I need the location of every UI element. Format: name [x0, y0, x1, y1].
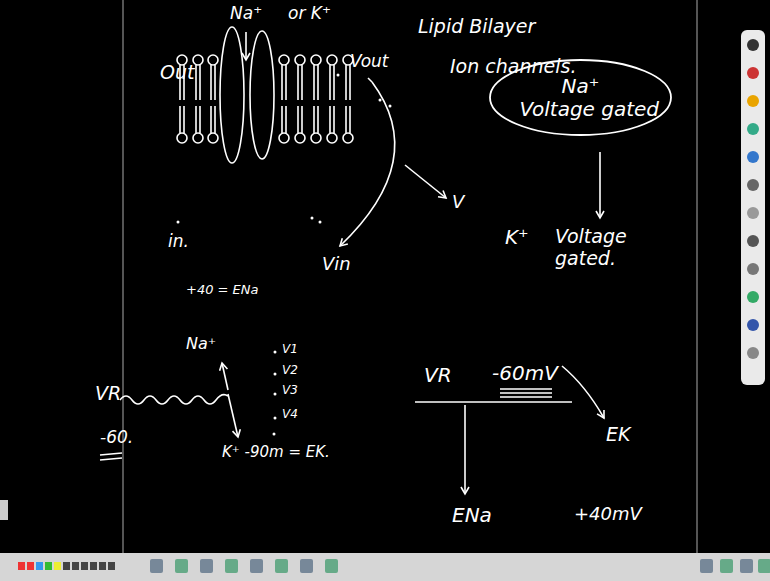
- handwritten-label: K⁺: [505, 226, 529, 249]
- tool-icon: [747, 179, 759, 191]
- toolbar-icon: [700, 559, 713, 573]
- toolbar-icon: [36, 562, 43, 570]
- handwritten-label: VR: [95, 383, 121, 405]
- handwritten-label: V4: [282, 408, 298, 422]
- side-tab: [0, 500, 8, 520]
- tool-palette: [741, 30, 765, 385]
- toolbar-icon: [720, 559, 733, 573]
- circled-note: Na⁺Voltage gated: [488, 58, 673, 137]
- tool-icon: [747, 235, 759, 247]
- lipid-bilayer: [177, 27, 353, 163]
- toolbar-icon: [150, 559, 163, 573]
- toolbar-icon: [200, 559, 213, 573]
- handwritten-label: Vout: [350, 52, 388, 72]
- toolbar-icon: [175, 559, 188, 573]
- tool-icon: [747, 319, 759, 331]
- toolbar-icon: [300, 559, 313, 573]
- board-edge: [696, 0, 698, 553]
- tool-icon: [747, 39, 759, 51]
- handwritten-label: or K⁺: [288, 4, 331, 24]
- toolbar-icon: [54, 562, 61, 570]
- toolbar-icon: [81, 562, 88, 570]
- handwritten-label: Vin: [322, 254, 351, 275]
- board-edge: [122, 0, 124, 553]
- tool-icon: [747, 123, 759, 135]
- handwritten-label: Out: [160, 62, 194, 84]
- toolbar-icon: [18, 562, 25, 570]
- handwritten-label: EK: [606, 424, 630, 446]
- handwritten-label: -60.: [100, 428, 133, 448]
- tool-icon: [747, 263, 759, 275]
- handwritten-label: K⁺ -90m = EK.: [222, 444, 330, 461]
- handwritten-label: ENa: [452, 504, 492, 527]
- handwritten-label: Lipid Bilayer: [418, 16, 535, 38]
- tool-icon: [747, 291, 759, 303]
- node-text: Na⁺: [562, 75, 600, 98]
- handwritten-label: Voltage gated.: [555, 226, 645, 270]
- toolbar-icon: [740, 559, 753, 573]
- toolbar: [0, 553, 770, 581]
- toolbar-icon: [275, 559, 288, 573]
- toolbar-icon: [250, 559, 263, 573]
- handwritten-label: V1: [282, 343, 298, 357]
- toolbar-icon: [27, 562, 34, 570]
- tool-icon: [747, 207, 759, 219]
- handwritten-label: in.: [168, 232, 189, 252]
- toolbar-icon: [99, 562, 106, 570]
- handwritten-label: Na⁺: [186, 335, 216, 353]
- handwritten-label: V2: [282, 364, 298, 378]
- handwritten-label: +40mV: [574, 504, 642, 525]
- toolbar-icon: [45, 562, 52, 570]
- handwritten-label: +40 = ENa: [186, 283, 259, 298]
- toolbar-icon: [108, 562, 115, 570]
- handwritten-label: Na⁺: [230, 4, 262, 24]
- node-text: Voltage gated: [520, 98, 660, 121]
- tool-icon: [747, 67, 759, 79]
- tool-icon: [747, 151, 759, 163]
- toolbar-icon: [90, 562, 97, 570]
- toolbar-icon: [63, 562, 70, 570]
- toolbar-icon: [325, 559, 338, 573]
- handwritten-label: -60mV: [492, 362, 558, 385]
- handwritten-label: V: [452, 192, 464, 213]
- toolbar-icon: [72, 562, 79, 570]
- handwritten-label: VR: [424, 364, 452, 387]
- tool-icon: [747, 347, 759, 359]
- toolbar-icon: [758, 559, 770, 573]
- tool-icon: [747, 95, 759, 107]
- handwritten-label: V3: [282, 384, 298, 398]
- handwritten-label: Ion channels.: [450, 56, 576, 78]
- toolbar-icon: [225, 559, 238, 573]
- charge-dots: [177, 74, 392, 436]
